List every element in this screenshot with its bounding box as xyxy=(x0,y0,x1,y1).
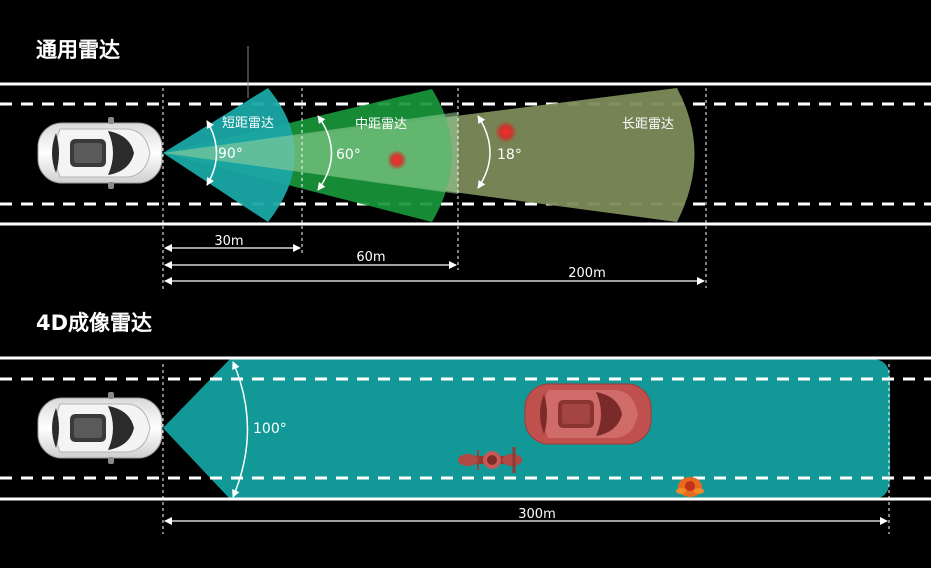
mid-range-angle: 60° xyxy=(336,147,361,163)
detected-car-icon xyxy=(524,383,652,445)
distance-300m-label: 300m xyxy=(518,507,555,522)
section-title-general-radar: 通用雷达 xyxy=(36,38,120,62)
distance-200m-label: 200m xyxy=(568,266,605,281)
pedestrian-icon xyxy=(676,477,704,497)
distance-60m-label: 60m xyxy=(356,250,385,265)
long-beam-core xyxy=(163,112,458,194)
section-title-4d-imaging-radar: 4D成像雷达 xyxy=(36,311,152,335)
short-range-angle: 90° xyxy=(218,146,243,162)
motorcycle-icon xyxy=(458,447,522,473)
target-dot-icon xyxy=(387,150,407,170)
ego-car-icon xyxy=(37,391,163,465)
long-range-label: 长距雷达 xyxy=(622,117,674,132)
distance-30m-label: 30m xyxy=(214,234,243,249)
imaging-radar-angle: 100° xyxy=(253,421,287,437)
angle-arc-icon xyxy=(317,115,333,191)
short-range-label: 短距雷达 xyxy=(222,116,274,131)
target-dot-icon xyxy=(495,121,517,143)
top-reference-lines xyxy=(162,88,707,290)
mid-range-label: 中距雷达 xyxy=(355,117,407,132)
angle-arc-icon xyxy=(206,120,218,186)
bottom-road xyxy=(0,356,931,501)
angle-arc-icon xyxy=(232,361,249,498)
angle-arc-icon xyxy=(477,115,491,189)
long-range-angle: 18° xyxy=(497,147,522,163)
top-road xyxy=(0,46,931,226)
bottom-reference-lines xyxy=(162,364,890,534)
ego-car-icon xyxy=(37,116,163,190)
